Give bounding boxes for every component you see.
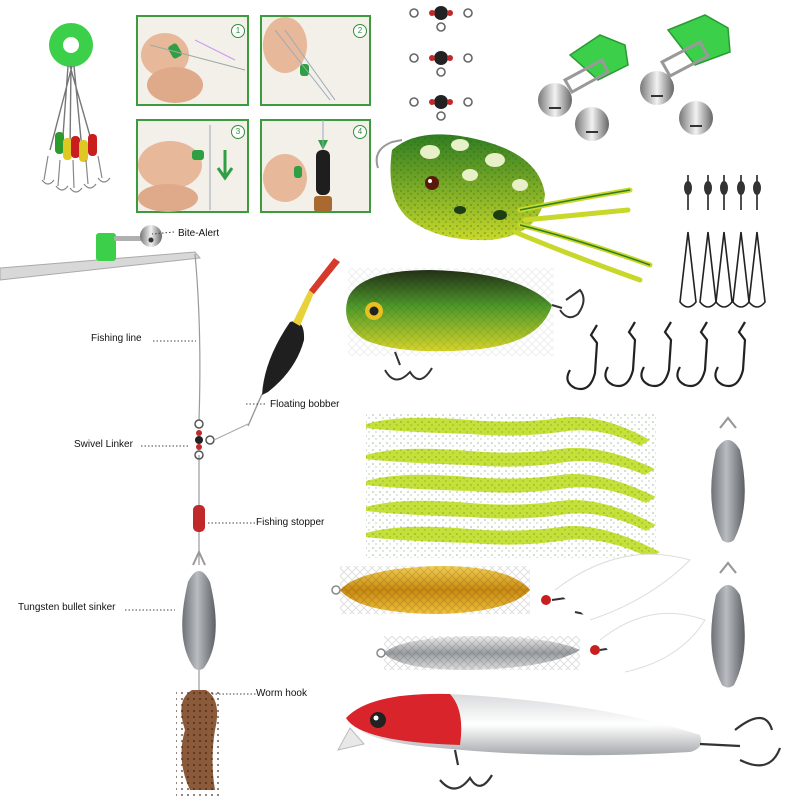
worm-hook-rig-icon: [176, 690, 222, 800]
instruction-step-4: [260, 119, 371, 213]
float-stopper-icon: [41, 23, 111, 193]
snap-swivel-icon: [679, 175, 766, 308]
instruction-step-1: [136, 15, 249, 106]
sinker-icon: [711, 416, 745, 688]
bite-alert-label: Bite-Alert: [178, 228, 220, 239]
soft-worm-icon: [366, 414, 660, 558]
bite-alert-icon: [0, 225, 201, 281]
bell-clip-icon: [538, 14, 731, 141]
spoon-lure-silver-icon: [376, 612, 706, 673]
instruction-step-3: [136, 119, 249, 213]
crankbait-icon: [346, 268, 585, 381]
swivel-linker-label: Swivel Linker: [74, 439, 133, 450]
step-number-1: 1: [231, 24, 245, 38]
floating-bobber-label: Floating bobber: [270, 399, 340, 410]
spoon-lure-gold-icon: [331, 553, 691, 621]
bobber-icon: [247, 258, 340, 427]
step-number-4: 4: [353, 125, 367, 139]
sinker-label: Tungsten bullet sinker: [18, 602, 116, 613]
triple-swivel-icon: [409, 6, 473, 121]
label-leaders: [125, 231, 266, 695]
instruction-step-2: [260, 15, 371, 106]
rig-sinker-icon: [182, 549, 216, 670]
fishing-line: [194, 253, 201, 690]
step-number-3: 3: [231, 125, 245, 139]
fishing-stopper-label: Fishing stopper: [256, 517, 325, 528]
fishing-stopper-icon: [193, 505, 205, 532]
fishing-line-label: Fishing line: [91, 333, 142, 344]
frog-lure-icon: [375, 134, 653, 283]
worm-hook-label: Worm hook: [256, 688, 307, 699]
worm-hook-icon: [566, 321, 747, 391]
minnow-lure-icon: [337, 693, 782, 790]
swivel-icon: [194, 419, 249, 460]
step-number-2: 2: [353, 24, 367, 38]
